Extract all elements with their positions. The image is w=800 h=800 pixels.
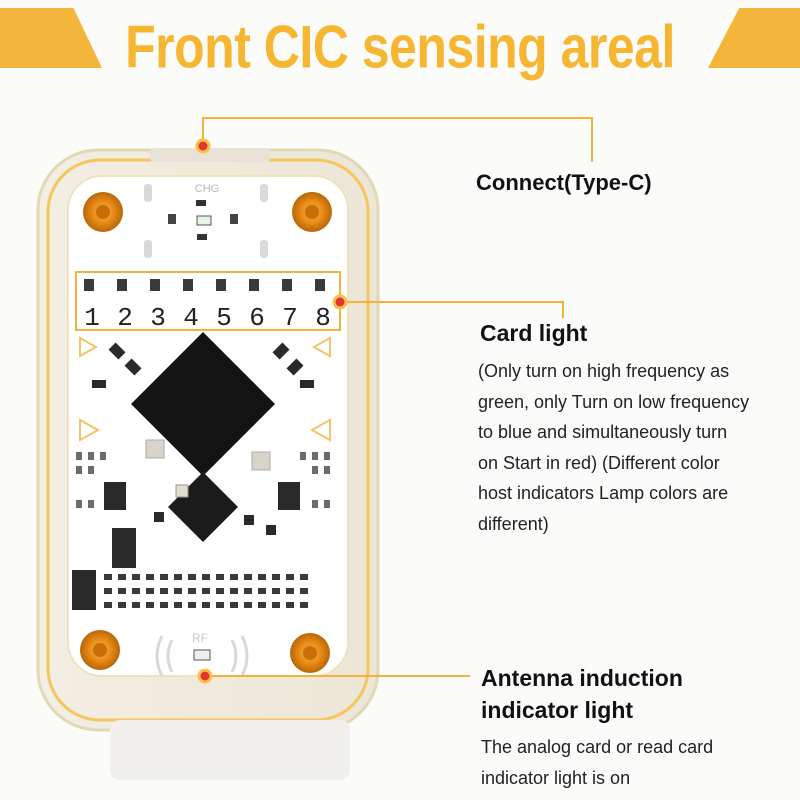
led-number-2: 2 [117, 303, 133, 333]
device-bottom-tab [110, 720, 350, 780]
component-grid [104, 574, 308, 608]
page-title: Front CIC sensing areal [125, 13, 675, 81]
led-number-7: 7 [282, 303, 298, 333]
antenna-description: The analog card or read card indicator l… [481, 732, 796, 793]
rf-label: RF [192, 631, 208, 645]
connector-cap [150, 148, 270, 162]
callout-lines [202, 117, 593, 677]
antenna-line: The analog card or read card [481, 737, 714, 757]
led-number-4: 4 [183, 303, 199, 333]
led-number-1: 1 [84, 303, 100, 333]
chg-label: CHG [195, 183, 219, 195]
card-light-line: on Start in red) (Different color [478, 452, 720, 473]
antenna-marker [197, 668, 213, 684]
led-row [84, 279, 325, 291]
connect-title: Connect(Type-C) [476, 170, 652, 195]
connect-marker [195, 138, 211, 154]
connect-callout-line [202, 117, 593, 162]
led-number-6: 6 [249, 303, 265, 333]
led-number-8: 8 [315, 303, 331, 333]
antenna-title-line: indicator light [481, 697, 634, 723]
card-light-line: to blue and simultaneously turn [478, 422, 728, 442]
rf-led [193, 649, 211, 661]
antenna-title-line: Antenna induction [481, 665, 683, 691]
led-number-5: 5 [216, 303, 232, 333]
card-light-line: host indicators Lamp colors are [478, 483, 729, 503]
callout-markers [195, 138, 348, 684]
led-numbers: 1 2 3 4 5 6 7 8 [84, 303, 331, 333]
card-light-title: Card light [480, 320, 588, 346]
antenna-line: indicator light is on [481, 767, 631, 788]
led-number-3: 3 [150, 303, 166, 333]
card-light-line: (Only turn on high frequency as [478, 361, 730, 381]
card-light-line: different) [478, 513, 549, 534]
antenna-title: Antenna induction indicator light [481, 662, 683, 726]
main-chip [131, 332, 275, 476]
card-light-description: (Only turn on high frequency as green, o… [478, 356, 798, 539]
card-light-callout-line [340, 301, 564, 318]
chg-led [196, 215, 212, 226]
card-light-marker [332, 294, 348, 310]
card-light-line: green, only Turn on low frequency [478, 391, 750, 412]
